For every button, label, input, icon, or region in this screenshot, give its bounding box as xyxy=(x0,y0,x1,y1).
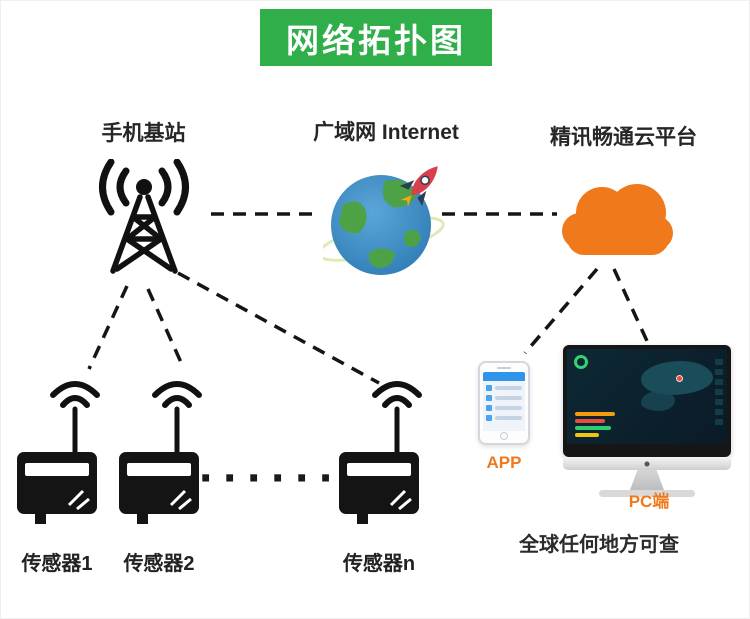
rocket-icon xyxy=(399,166,438,207)
sensor-ellipsis: ······ xyxy=(199,452,343,505)
base-station-label: 手机基站 xyxy=(101,122,186,145)
monitor-icon xyxy=(563,345,731,497)
phone-speaker xyxy=(497,367,511,369)
sensor-device-1-icon xyxy=(17,381,100,524)
page-title: 网络拓扑图 xyxy=(260,9,492,66)
internet-label: 广域网 Internet xyxy=(313,121,459,144)
wifi-icon xyxy=(372,381,422,408)
sensor-device-2-icon xyxy=(119,381,202,524)
pc-label: PC端 xyxy=(628,492,670,511)
global-access-note: 全球任何地方可查 xyxy=(519,534,679,556)
sensor-1-label: 传感器1 xyxy=(21,553,93,575)
data-bars xyxy=(575,409,615,437)
app-label: APP xyxy=(486,453,522,472)
sensor-device-n-icon xyxy=(339,381,422,524)
monitor-stand xyxy=(630,470,664,490)
sensor-n-label: 传感器n xyxy=(342,553,416,575)
cloud-icon xyxy=(562,184,673,255)
monitor-chin xyxy=(563,457,731,470)
gauge-icon xyxy=(574,355,588,369)
connector-tower-sensor1 xyxy=(87,285,129,370)
wifi-icon xyxy=(50,381,100,408)
connector-cloud-app xyxy=(523,267,599,355)
dashboard-screen xyxy=(567,349,727,444)
wifi-icon xyxy=(152,381,202,408)
data-panel xyxy=(715,359,723,429)
phone-screen xyxy=(483,372,525,431)
connector-cloud-pc xyxy=(612,268,649,342)
globe-icon xyxy=(323,166,445,275)
phone-home-button xyxy=(500,432,508,440)
connector-tower-sensor2 xyxy=(146,288,186,370)
sensor-2-label: 传感器2 xyxy=(123,553,195,575)
map-region xyxy=(641,391,675,411)
smartphone-icon xyxy=(478,361,530,445)
antenna-tower-icon xyxy=(99,159,189,274)
cloud-platform-label: 精讯畅通云平台 xyxy=(550,126,697,149)
map-pin-icon xyxy=(676,375,683,382)
monitor-base xyxy=(599,490,695,497)
